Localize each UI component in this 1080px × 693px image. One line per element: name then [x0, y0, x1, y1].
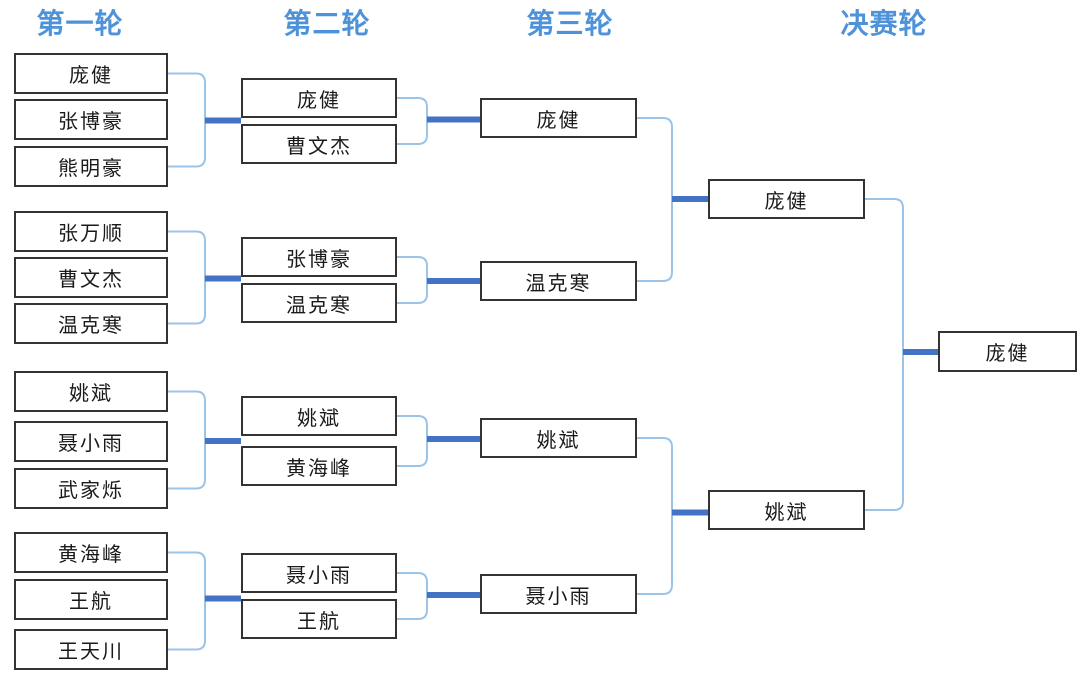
round1-header: 第一轮	[36, 9, 124, 40]
round2-player-box: 聂小雨	[241, 553, 397, 593]
pair2-bracket-line	[397, 256, 428, 304]
champion-box: 庞健	[938, 331, 1077, 372]
round3-winner-box: 姚斌	[480, 418, 637, 458]
group1-bracket-line	[168, 72, 206, 168]
semifinal-winner-box: 姚斌	[708, 490, 865, 530]
round1-player-box: 聂小雨	[14, 421, 168, 462]
round1-player-box: 黄海峰	[14, 532, 168, 573]
round3-winner-box: 温克寒	[480, 261, 637, 301]
pair1-bracket-line	[397, 97, 428, 145]
round1-player-box: 张博豪	[14, 99, 168, 140]
round2-player-box: 温克寒	[241, 283, 397, 323]
round2-player-box: 姚斌	[241, 396, 397, 436]
round1-player-box: 庞健	[14, 53, 168, 94]
round1-player-box: 曹文杰	[14, 257, 168, 298]
group4-bracket-line	[168, 551, 206, 651]
round1-player-box: 张万顺	[14, 211, 168, 252]
round1-player-box: 温克寒	[14, 303, 168, 344]
round1-player-box: 武家烁	[14, 468, 168, 509]
pair3-bracket-line	[397, 415, 428, 467]
round1-player-box: 王天川	[14, 629, 168, 670]
round2-player-box: 黄海峰	[241, 446, 397, 486]
round2-player-box: 庞健	[241, 78, 397, 118]
final-bracket-line	[865, 198, 904, 511]
semifinal2-bracket-line	[637, 437, 673, 595]
round1-player-box: 姚斌	[14, 371, 168, 412]
round3-winner-box: 聂小雨	[480, 574, 637, 614]
round2-header: 第二轮	[283, 9, 371, 40]
round3-winner-box: 庞健	[480, 98, 637, 138]
semifinal1-bracket-line	[637, 117, 673, 282]
round2-player-box: 王航	[241, 599, 397, 639]
group3-bracket-line	[168, 390, 206, 490]
round3-header: 第三轮	[526, 9, 614, 40]
round1-player-box: 熊明豪	[14, 146, 168, 187]
final-round-header: 决赛轮	[840, 9, 928, 40]
group2-bracket-line	[168, 230, 206, 325]
round2-player-box: 张博豪	[241, 237, 397, 277]
pair4-bracket-line	[397, 572, 428, 620]
round1-player-box: 王航	[14, 579, 168, 620]
round2-player-box: 曹文杰	[241, 124, 397, 164]
semifinal-winner-box: 庞健	[708, 179, 865, 219]
